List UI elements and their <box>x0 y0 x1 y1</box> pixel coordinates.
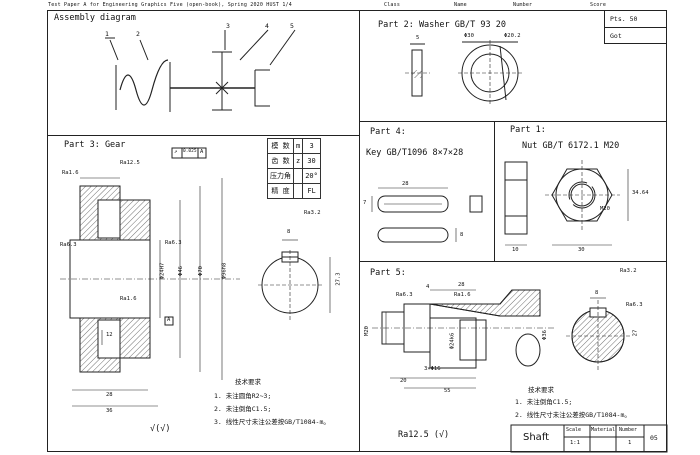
paper-title: Test Paper A for Engineering Graphics Fi… <box>48 2 292 8</box>
gear-rough-general: √(√) <box>150 424 171 434</box>
part4-spec: Key GB/T1096 8×7×28 <box>366 148 464 158</box>
score-pts: Pts. 50 <box>610 15 638 23</box>
rough-3: Ra6.3 <box>60 242 77 248</box>
rough-2: Ra1.6 <box>62 170 79 176</box>
p1-dim-across-corners: 34.64 <box>632 190 649 196</box>
rough-5: Ra6.3 <box>165 240 182 246</box>
shaft-dim-holes: 3×Φ16 <box>424 366 441 372</box>
shaft-dim-length: 28 <box>458 282 465 288</box>
class-label: Class <box>384 2 401 8</box>
gear-dim-hub-length: 28 <box>106 392 113 398</box>
number-label: Number <box>513 2 533 8</box>
title-block-number-label: Number <box>619 427 638 433</box>
shaft-rough-2: Ra1.6 <box>454 292 471 298</box>
assembly-num-3: 3 <box>226 22 230 30</box>
rough-6: Ra3.2 <box>304 210 321 216</box>
assembly-num-5: 5 <box>290 22 294 30</box>
part1-title: Part 1: <box>510 125 546 135</box>
shaft-rough-4: Ra6.3 <box>626 302 643 308</box>
gear-notes-title: 技术要求 <box>235 378 261 386</box>
p1-dim-across-flats: 30 <box>578 247 585 253</box>
assembly-title: Assembly diagram <box>54 13 136 23</box>
rough-4: Ra1.6 <box>120 296 137 302</box>
p4-dim-height: 7 <box>363 200 367 206</box>
part4-title: Part 4: <box>370 127 406 137</box>
score-got: Got <box>610 32 622 40</box>
tol-frame-value: 0.025 <box>183 149 197 154</box>
shaft-dim-55: 55 <box>444 388 451 394</box>
rough-1: Ra12.5 <box>120 160 140 166</box>
gear-note-1: 1. 未注圆角R2~3; <box>214 392 272 400</box>
title-block-material-label: Material <box>591 427 616 433</box>
p2-dim-outer: Φ30 <box>464 33 474 39</box>
name-label: Name <box>454 2 467 8</box>
p1-dim-thread: M20 <box>600 206 610 212</box>
p4-dim-width: 8 <box>460 232 464 238</box>
part5-title: Part 5: <box>370 268 406 278</box>
title-block-part-name: Shaft <box>523 432 550 443</box>
gear-dim-tip: Φ96h8 <box>221 262 228 280</box>
shaft-note-1: 1. 未注倒角C1.5; <box>515 398 573 406</box>
shaft-dim-key-width: 8 <box>595 290 599 296</box>
gear-dim-web: Φ70 <box>197 266 204 276</box>
tol-frame-datum: A <box>200 149 204 155</box>
shaft-dim-thread: M20 <box>363 326 370 336</box>
tol-frame-symbol: ↗ <box>174 149 178 155</box>
part3-title: Part 3: Gear <box>64 140 126 150</box>
assembly-num-1: 1 <box>105 30 109 38</box>
assembly-num-4: 4 <box>265 22 269 30</box>
shaft-note-2: 2. 线性尺寸未注公差按GB/T1084-m。 <box>515 411 631 419</box>
shaft-rough-3: Ra3.2 <box>620 268 637 274</box>
gear-dim-hub: Φ46 <box>177 266 184 276</box>
title-block-scale: 1:1 <box>570 440 580 446</box>
gear-dim-key-width: 8 <box>287 229 291 235</box>
shaft-dim-key-depth: 27 <box>632 329 639 337</box>
gear-note-3: 3. 线性尺寸未注公差按GB/T1084-m。 <box>214 418 330 426</box>
p2-dim-inner: Φ20.2 <box>504 33 521 39</box>
gear-note-2: 2. 未注倒角C1.5; <box>214 405 272 413</box>
p4-dim-length: 28 <box>402 181 409 187</box>
title-block-number: 1 <box>628 440 632 446</box>
gear-dim-web-width: 12 <box>106 332 113 338</box>
title-block-scale-label: Scale <box>566 427 582 433</box>
part2-title: Part 2: Washer GB/T 93 20 <box>378 20 506 30</box>
title-block-sheet: 05 <box>650 434 658 442</box>
gear-datum-a: A <box>167 317 171 323</box>
shaft-dim-20: 20 <box>400 378 407 384</box>
part1-spec: Nut GB/T 6172.1 M20 <box>522 141 620 151</box>
shaft-dim-collar: Φ36 <box>541 330 548 340</box>
shaft-dim-bearing: Φ24k6 <box>449 332 456 350</box>
p2-dim-thickness: 5 <box>416 35 420 41</box>
p1-dim-thickness: 10 <box>512 247 519 253</box>
shaft-dim-shoulder: 4 <box>426 284 430 290</box>
shaft-rough-general: Ra12.5 (√) <box>398 430 450 440</box>
shaft-notes-title: 技术要求 <box>528 386 554 394</box>
gear-dim-key-depth: 27.3 <box>335 272 342 286</box>
assembly-num-2: 2 <box>136 30 140 38</box>
score-label: Score <box>590 2 607 8</box>
shaft-rough-1: Ra6.3 <box>396 292 413 298</box>
gear-dim-face-width: 36 <box>106 408 113 414</box>
gear-dim-bore: Φ24H7 <box>159 262 166 280</box>
